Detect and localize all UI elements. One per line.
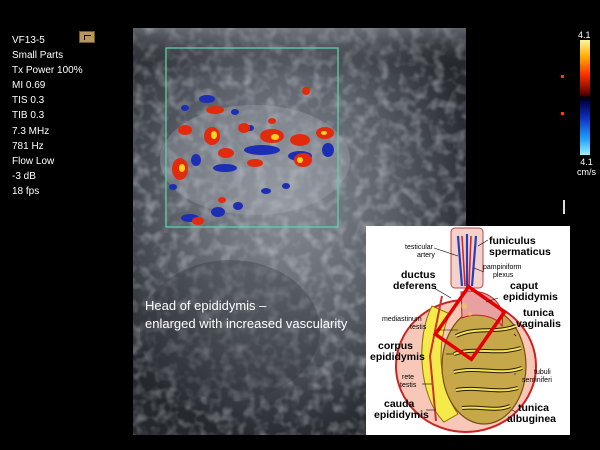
- scale-marker-icon: [561, 75, 564, 78]
- caption-line-1: Head of epididymis –: [145, 298, 267, 313]
- label-plexus: plexus: [493, 272, 514, 279]
- label-mediastinum: mediastinum: [382, 316, 422, 323]
- frequency: 7.3 MHz: [12, 125, 50, 137]
- label-funiculus: funiculus: [489, 235, 536, 247]
- caption-line-2: enlarged with increased vascularity: [145, 316, 348, 331]
- testis-diagram: [395, 227, 537, 433]
- label-artery: artery: [417, 252, 435, 259]
- mechanical-index: MI 0.69: [12, 80, 46, 92]
- scale-min-label: 4.1 cm/s: [577, 157, 596, 177]
- pulse-repetition-frequency: 781 Hz: [12, 140, 44, 152]
- label-cauda: cauda: [384, 398, 415, 410]
- flow-setting: Flow Low: [12, 155, 55, 167]
- label-rete: rete: [402, 374, 415, 381]
- label-tunica-albuginea-1: tunica: [518, 402, 549, 414]
- label-cauda-epididymis: epididymis: [374, 409, 429, 421]
- label-spermaticus: spermaticus: [489, 246, 551, 258]
- label-testicular: testicular: [405, 244, 434, 251]
- acquisition-parameters: VF13-5 Small Parts Tx Power 100% MI 0.69…: [12, 33, 83, 199]
- label-vaginalis: vaginalis: [516, 318, 561, 330]
- color-gain: -3 dB: [12, 170, 36, 182]
- label-ductus: ductus: [401, 269, 436, 281]
- label-corpus-epididymis: epididymis: [370, 351, 425, 363]
- probe-name: VF13-5: [12, 35, 45, 46]
- label-deferens: deferens: [393, 280, 437, 292]
- thermal-index-soft: TIS 0.3: [12, 95, 45, 107]
- label-albuginea: albuginea: [507, 413, 557, 425]
- anatomy-inset: funiculus spermaticus testicular artery …: [366, 226, 570, 435]
- scale-min-value: 4.1: [580, 157, 593, 167]
- label-rete-testis: testis: [400, 382, 417, 389]
- label-tunica-vaginalis-1: tunica: [523, 307, 554, 319]
- doppler-flow: [169, 87, 334, 225]
- label-seminiferi: seminiferi: [522, 377, 552, 384]
- label-pampiniform: pampiniform: [483, 264, 522, 271]
- thermal-index-bone: TIB 0.3: [12, 110, 45, 122]
- annotation-caption: Head of epididymis – enlarged with incre…: [145, 297, 347, 333]
- label-tubuli: tubuli: [534, 369, 551, 376]
- scale-unit: cm/s: [577, 167, 596, 177]
- scale-marker-icon: [561, 112, 564, 115]
- doppler-roi-box[interactable]: [165, 47, 339, 228]
- label-corpus: corpus: [378, 340, 414, 352]
- color-bar: [580, 40, 590, 155]
- preset-name: Small Parts: [12, 50, 64, 62]
- frame-rate: 18 fps: [12, 185, 40, 197]
- grayscale-marker-icon: [563, 200, 571, 214]
- tx-power: Tx Power 100%: [12, 65, 83, 77]
- label-mediastinum-testis: testis: [410, 324, 427, 331]
- probe-orientation-icon: [79, 31, 95, 43]
- scale-max-label: 4.1: [578, 30, 591, 40]
- highlight-box: [432, 284, 508, 362]
- label-caput-epididymis: epididymis: [503, 291, 558, 303]
- label-caput: caput: [510, 280, 539, 292]
